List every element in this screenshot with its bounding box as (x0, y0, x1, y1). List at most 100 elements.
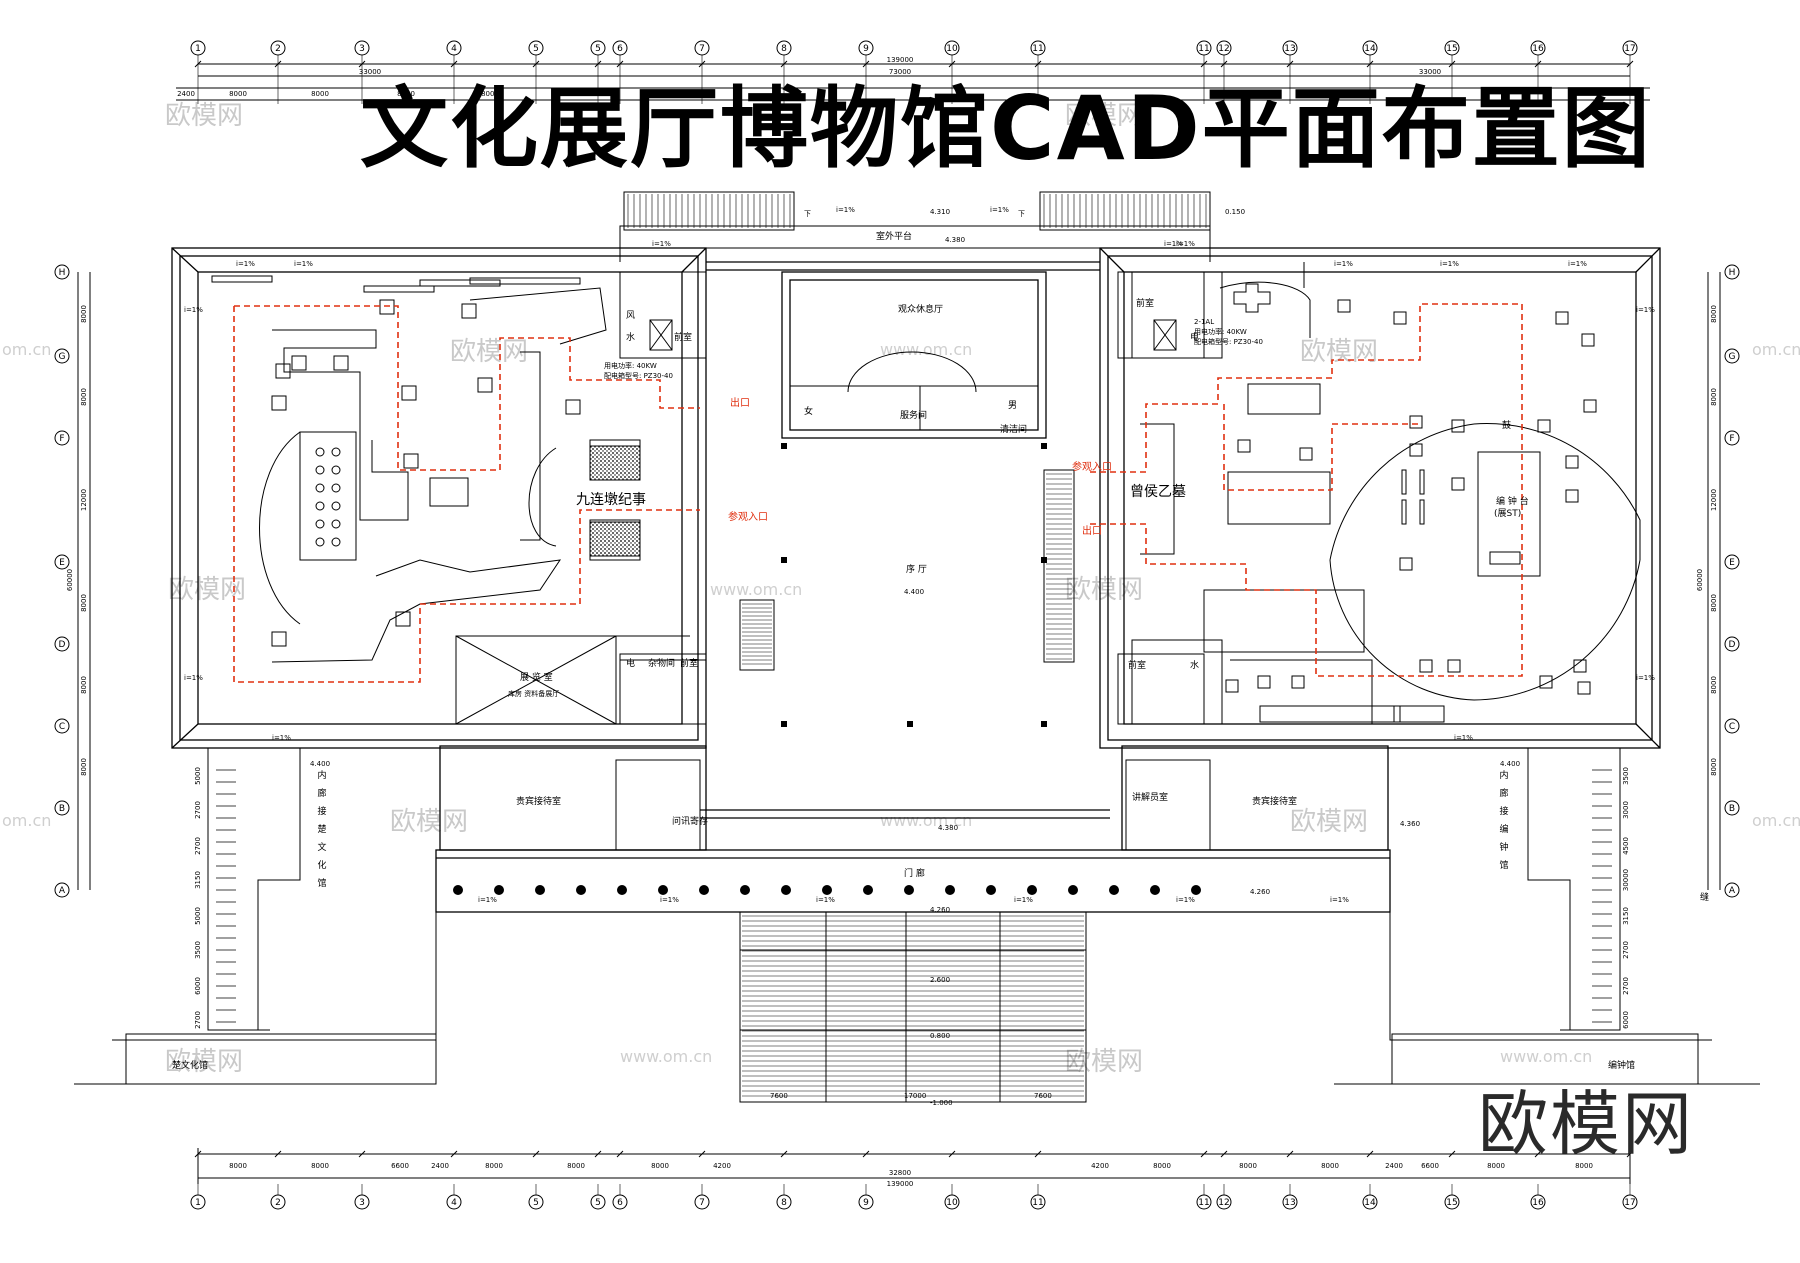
showcase (291, 355, 307, 371)
elevation-label: 4.380 (945, 236, 965, 244)
electric-shaft-label: 电 (1190, 331, 1199, 343)
axis-bubble-label: H (1729, 268, 1736, 278)
slope-label: i=1% (1164, 240, 1183, 248)
dim-corridor-label: 6000 (194, 977, 202, 995)
cleaning-room-label: 清洁间 (1000, 423, 1027, 435)
table-seat (315, 483, 325, 493)
axis-bubble (54, 264, 70, 280)
wall-showcase (419, 279, 501, 287)
showcase (1409, 415, 1423, 429)
guide-room-label: 讲解员室 (1132, 791, 1168, 803)
side-corridors (74, 748, 1760, 1085)
table-seat (315, 465, 325, 475)
exit-label: 出口 (1082, 524, 1102, 537)
table-seat (331, 501, 341, 511)
axis-bubble (54, 800, 70, 816)
portico-column (1191, 885, 1201, 895)
table-seat (331, 483, 341, 493)
route-labels: 出口 参观入口 参观入口 出口 (728, 396, 1112, 537)
watermark: 欧模网 (168, 575, 246, 605)
elevation-label: 0.150 (1225, 208, 1245, 216)
slope-labels: i=1%i=1%i=1%i=1%i=1%i=1%i=1%i=1%i=1%i=1%… (184, 206, 1655, 904)
axis-bubble-label: G (59, 352, 66, 362)
slope-label: i=1% (236, 260, 255, 268)
bianzhong-stage-label: 编 钟 台 (1496, 495, 1529, 507)
stair-down-label: 下 (1018, 210, 1025, 218)
power-rating-left: 用电功率: 40KW (604, 361, 657, 370)
axis-bubble (1724, 636, 1740, 652)
showcase (333, 355, 349, 371)
showcase (271, 631, 287, 647)
stair-dim: 7600 (1034, 1092, 1052, 1100)
wall-showcase (469, 277, 581, 285)
showcase (1393, 311, 1407, 325)
stair-dim: 7600 (770, 1092, 788, 1100)
seam-label: 缝 (1700, 891, 1709, 903)
dim-corridor-label: 3500 (194, 941, 202, 959)
axis-bubble-label: 11 (1032, 1198, 1043, 1208)
dim-corridor-label: 2700 (194, 801, 202, 819)
dim-side-label: 8000 (1710, 676, 1718, 694)
axis-bubble-label: 16 (1532, 44, 1544, 54)
dim-corridor-label: 2700 (194, 837, 202, 855)
dim-corridor-label: 3000 (1622, 801, 1630, 819)
dim-side-label: 60000 (1696, 569, 1704, 591)
dim-corridor-label: 2700 (194, 1011, 202, 1029)
vitrine (1419, 469, 1425, 495)
axis-bubble-label: 11 (1198, 1198, 1209, 1208)
vitrine (1401, 499, 1407, 525)
brand-watermark: 欧模网 (1478, 1083, 1694, 1165)
axis-bubble (1724, 800, 1740, 816)
axis-bubble-label: 14 (1364, 1198, 1376, 1208)
corridor-label-char: 接 (317, 805, 326, 817)
showcase (1581, 333, 1595, 347)
corridor-label-char: 内 (1499, 769, 1508, 781)
table-seat (315, 447, 325, 457)
elevation-label: 4.400 (904, 588, 924, 596)
chu-culture-hall-label: 楚文化馆 (172, 1059, 208, 1071)
stair-down-label: 下 (804, 210, 811, 218)
slope-label: i=1% (478, 896, 497, 904)
axis-bubble-label: 5 (533, 44, 539, 54)
corridor-label-char: 廊 (317, 787, 326, 799)
dim-segment-label: 8000 (485, 1162, 503, 1170)
visit-entrance-label: 参观入口 (1072, 460, 1112, 473)
front-room-label: 前室 (1136, 297, 1154, 309)
axis-bubble-label: 12 (1218, 44, 1229, 54)
service-room-label: 服务间 (900, 409, 927, 421)
dim-right-sub: 33000 (1419, 68, 1441, 76)
dim-corridor-label: 5000 (194, 767, 202, 785)
dim-segment-label: 4200 (1091, 1162, 1109, 1170)
corridor-label-char: 化 (317, 859, 326, 871)
elevation-label: -1.000 (930, 1099, 953, 1107)
corridor-label-char: 馆 (317, 877, 326, 889)
axis-bubble (54, 430, 70, 446)
water-shaft-label: 水 (626, 331, 635, 343)
side-dimension-lines (77, 272, 1721, 890)
axis-bubble-label: 4 (451, 44, 457, 54)
dim-side-label: 8000 (1710, 758, 1718, 776)
corridor-label-char: 廊 (1499, 787, 1508, 799)
dim-segment-label: 8000 (567, 1162, 585, 1170)
slope-label: i=1% (1454, 734, 1473, 742)
slope-label: i=1% (1176, 896, 1195, 904)
dim-side-label: 12000 (80, 489, 88, 511)
power-info: 用电功率: 40KW 配电箱型号: PZ30-40 2-1AL 用电功率: 40… (604, 318, 1263, 380)
axis-bubble-label: B (1729, 804, 1735, 814)
axis-bubble-label: 10 (946, 44, 958, 54)
axis-bubble (1724, 348, 1740, 364)
outdoor-platform-label: 室外平台 (876, 230, 912, 242)
portico-column (904, 885, 914, 895)
showcase (1451, 477, 1465, 491)
stair-dim: 17000 (904, 1092, 926, 1100)
axis-bubble-label: 3 (359, 1198, 365, 1208)
showcase (461, 303, 477, 319)
front-room-label: 前室 (680, 657, 698, 669)
table-seat (315, 537, 325, 547)
dim-segment-label: 6600 (391, 1162, 409, 1170)
slope-label: i=1% (184, 674, 203, 682)
